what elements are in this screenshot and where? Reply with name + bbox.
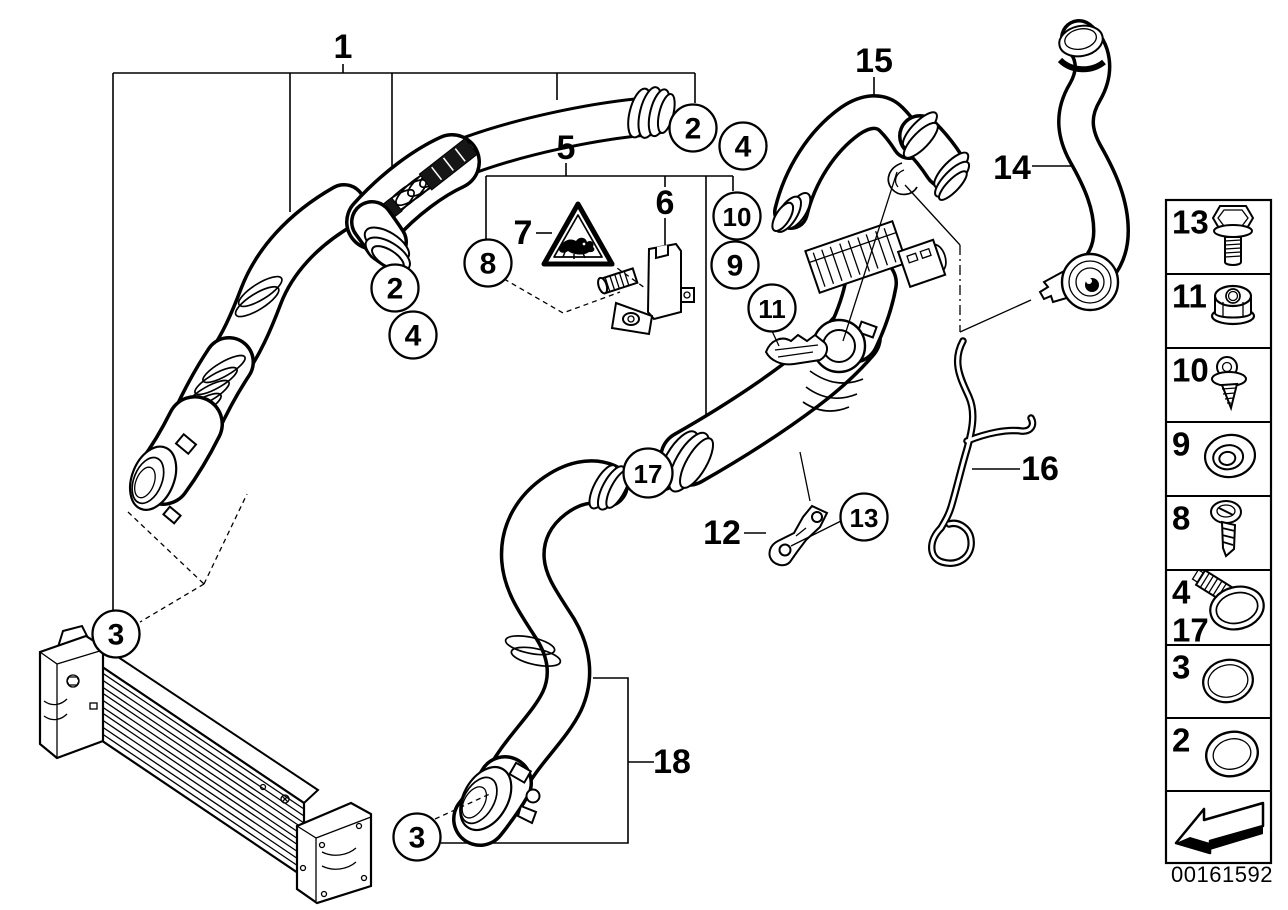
svg-text:2: 2 [1172, 722, 1190, 759]
svg-text:9: 9 [727, 250, 744, 283]
callout-7[interactable]: 7 [514, 214, 533, 252]
callout-3-left[interactable]: 3 [91, 609, 141, 659]
part-number: 00161592 [1171, 862, 1273, 887]
svg-text:11: 11 [1172, 278, 1207, 315]
legend-row-8[interactable]: 8 [1172, 500, 1242, 558]
warning-triangle-7 [541, 201, 615, 267]
callout-10[interactable]: 10 [712, 191, 762, 241]
o-ring-icon [1205, 730, 1259, 778]
legend-row-11[interactable]: 11 [1172, 278, 1256, 326]
legend-row-10[interactable]: 10 [1172, 352, 1247, 412]
callout-18[interactable]: 18 [653, 743, 691, 781]
hose-1-flange-right [627, 86, 676, 139]
legend-sidebar: 13 11 10 [1164, 198, 1273, 865]
svg-text:2: 2 [685, 113, 702, 146]
callout-6[interactable]: 6 [656, 184, 675, 222]
intercooler-fins [91, 665, 305, 871]
callout-2-lower[interactable]: 2 [370, 263, 420, 313]
svg-text:4: 4 [735, 131, 752, 164]
hose-15-clip [887, 162, 918, 196]
callout-16[interactable]: 16 [1021, 450, 1059, 488]
svg-text:8: 8 [1172, 500, 1190, 537]
svg-text:3: 3 [108, 619, 125, 652]
legend-row-13[interactable]: 13 [1172, 204, 1255, 266]
spring-clip [896, 238, 947, 289]
charge-pipe-ribbed-collar [804, 219, 908, 295]
marten-glyph [559, 237, 595, 255]
hose-15 [771, 94, 971, 233]
clip-11-part [764, 333, 829, 366]
callout-17[interactable]: 17 [622, 447, 674, 499]
charge-pipe-17 [657, 219, 947, 493]
intercooler-left-tank [38, 624, 105, 760]
callout-4-lower[interactable]: 4 [388, 310, 438, 360]
hose-14-fitting [1060, 252, 1120, 312]
pan-head-screw-icon [1210, 500, 1242, 558]
callout-15[interactable]: 15 [855, 42, 893, 80]
sensor-bracket-6 [597, 242, 695, 336]
svg-text:9: 9 [1172, 426, 1190, 463]
hose-clamp-upper [418, 137, 479, 191]
retainer-wire-16 [928, 337, 1037, 567]
grommet-icon [1203, 433, 1257, 479]
callout-13[interactable]: 13 [839, 492, 889, 542]
callout-12[interactable]: 12 [703, 514, 741, 552]
legend-row-9[interactable]: 9 [1172, 426, 1258, 481]
profile-gasket-icon [1202, 658, 1254, 704]
legend-row-arrow[interactable] [1174, 801, 1265, 855]
callout-8[interactable]: 8 [463, 238, 513, 288]
callout-5[interactable]: 5 [557, 129, 576, 167]
hose-1-assembly [128, 86, 676, 525]
direction-arrow-icon [1174, 801, 1265, 855]
svg-text:17: 17 [1172, 612, 1209, 649]
callout-9[interactable]: 9 [710, 240, 760, 290]
svg-text:3: 3 [409, 822, 426, 855]
flange-bolt-icon [1211, 205, 1255, 266]
intercooler [38, 624, 373, 905]
svg-text:2: 2 [387, 273, 404, 306]
sensor-port [802, 318, 878, 412]
hose-14 [1038, 19, 1131, 312]
overlay-leader-lines [127, 171, 1032, 820]
legend-row-2[interactable]: 2 [1172, 722, 1263, 782]
svg-text:11: 11 [758, 294, 786, 324]
svg-text:13: 13 [1172, 204, 1209, 241]
svg-text:4: 4 [405, 320, 422, 353]
callout-3-bottom[interactable]: 3 [392, 812, 442, 862]
legend-row-3[interactable]: 3 [1172, 649, 1257, 707]
svg-text:8: 8 [480, 248, 497, 281]
callout-4-upper[interactable]: 4 [718, 121, 768, 171]
svg-text:13: 13 [850, 503, 879, 533]
svg-text:10: 10 [723, 202, 752, 232]
svg-text:4: 4 [1172, 574, 1191, 611]
callout-14[interactable]: 14 [993, 149, 1031, 187]
bracket-12 [768, 504, 829, 567]
bracket-leader-lines [112, 64, 1086, 844]
callout-11[interactable]: 11 [747, 283, 797, 333]
svg-text:17: 17 [634, 459, 663, 489]
callouts: 1 5 6 7 12 14 15 16 18 2 4 2 4 8 1 [91, 28, 1059, 862]
intercooler-right-tank [295, 801, 373, 905]
quick-coupling-lower [128, 432, 198, 525]
washer-screw-icon [1211, 356, 1247, 412]
callout-2-upper[interactable]: 2 [668, 103, 718, 153]
flange-nut-icon [1210, 284, 1256, 326]
quick-coupling-18 [459, 761, 541, 832]
hose-clamp-icon [1191, 568, 1265, 631]
legend-row-4-17[interactable]: 4 17 [1172, 567, 1268, 649]
hose-18 [452, 459, 631, 847]
svg-text:10: 10 [1172, 352, 1209, 389]
callout-1[interactable]: 1 [334, 28, 353, 66]
svg-text:3: 3 [1172, 649, 1190, 686]
